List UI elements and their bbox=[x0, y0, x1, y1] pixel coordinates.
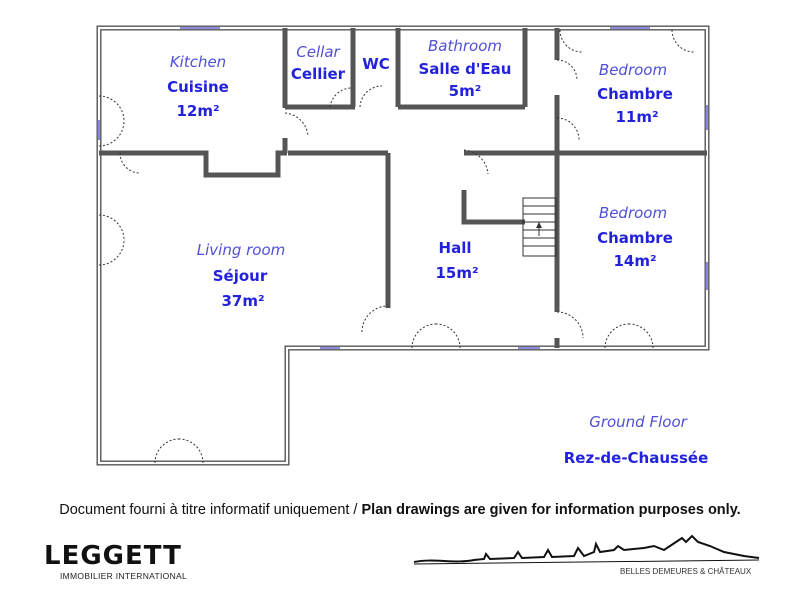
logo-name: LEGGETT bbox=[44, 541, 182, 571]
living-label-en: Living room bbox=[197, 241, 286, 259]
bedroom1-label-en: Bedroom bbox=[599, 61, 667, 79]
hall-label: Hall bbox=[439, 239, 472, 257]
bathroom-label-fr: Salle d'Eau bbox=[419, 60, 512, 78]
kitchen-label-en: Kitchen bbox=[170, 53, 226, 71]
disclaimer-fr: Document fourni à titre informatif uniqu… bbox=[59, 502, 358, 518]
floor-label-en: Ground Floor bbox=[589, 413, 687, 431]
skyline-caption: BELLES DEMEURES & CHÂTEAUX bbox=[620, 567, 752, 576]
skyline-illustration bbox=[414, 534, 759, 565]
windows bbox=[98, 27, 708, 349]
logo-tagline: IMMOBILIER INTERNATIONAL bbox=[60, 571, 188, 581]
leggett-logo: LEGGETT IMMOBILIER INTERNATIONAL bbox=[44, 543, 187, 581]
disclaimer: Document fourni à titre informatif uniqu… bbox=[0, 502, 800, 518]
living-label-fr: Séjour bbox=[213, 267, 268, 285]
bathroom-label-en: Bathroom bbox=[428, 37, 502, 55]
outer-walls-inner bbox=[97, 26, 709, 465]
bathroom-area: 5m² bbox=[449, 82, 482, 100]
disclaimer-en: Plan drawings are given for information … bbox=[361, 502, 741, 518]
staircase bbox=[522, 197, 557, 257]
bedroom2-area: 14m² bbox=[613, 252, 656, 270]
kitchen-area: 12m² bbox=[176, 102, 219, 120]
cellar-label-en: Cellar bbox=[296, 43, 340, 61]
wc-label: WC bbox=[362, 55, 390, 73]
cellar-label-fr: Cellier bbox=[291, 65, 346, 83]
bedroom1-area: 11m² bbox=[615, 108, 658, 126]
living-area: 37m² bbox=[221, 292, 264, 310]
interior-walls bbox=[99, 28, 707, 348]
room-labels: Kitchen Cuisine 12m² Cellar Cellier WC B… bbox=[167, 37, 708, 467]
hall-area: 15m² bbox=[435, 264, 478, 282]
doors bbox=[98, 29, 695, 464]
floor-label-fr: Rez-de-Chaussée bbox=[564, 449, 709, 467]
bedroom2-label-fr: Chambre bbox=[597, 229, 673, 247]
kitchen-label-fr: Cuisine bbox=[167, 78, 229, 96]
bedroom1-label-fr: Chambre bbox=[597, 85, 673, 103]
bedroom2-label-en: Bedroom bbox=[599, 204, 667, 222]
